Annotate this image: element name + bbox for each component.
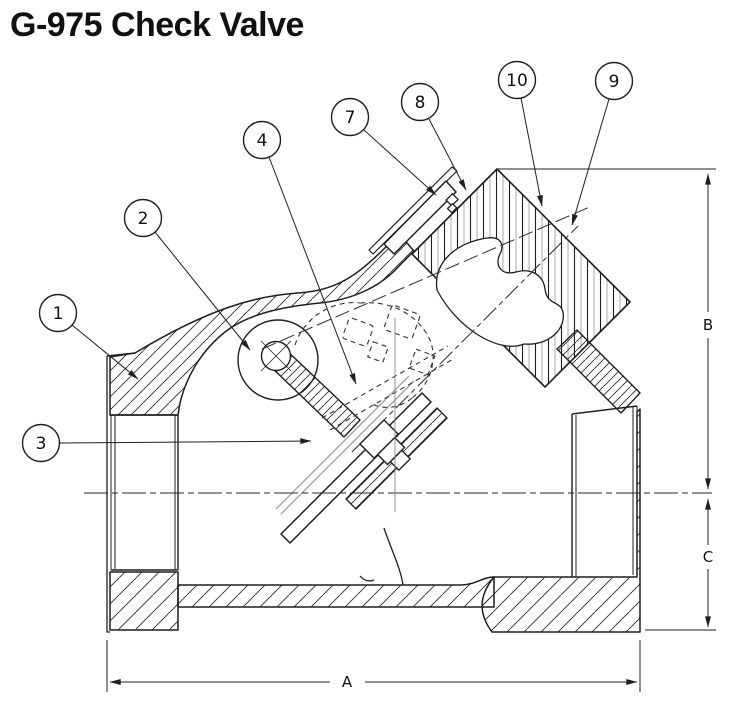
svg-text:1: 1 bbox=[53, 304, 64, 324]
balloon-8: 8 bbox=[400, 82, 440, 122]
balloon-7: 7 bbox=[330, 97, 370, 137]
svg-text:4: 4 bbox=[257, 131, 268, 151]
leader-1 bbox=[71, 324, 139, 380]
right-port bbox=[571, 405, 638, 577]
dim-b-label: B bbox=[703, 316, 713, 334]
leader-8 bbox=[428, 118, 467, 191]
body-floor-section bbox=[177, 576, 495, 608]
balloons: 1 2 3 4 7 8 9 bbox=[21, 60, 634, 463]
svg-text:2: 2 bbox=[138, 209, 149, 229]
balloon-10: 10 bbox=[497, 60, 537, 100]
leader-3 bbox=[59, 438, 312, 445]
leader-10 bbox=[520, 97, 543, 207]
balloon-4: 4 bbox=[242, 120, 282, 160]
leader-2 bbox=[154, 231, 251, 351]
balloon-1: 1 bbox=[38, 293, 78, 333]
svg-text:9: 9 bbox=[609, 72, 620, 92]
bonnet-centerline bbox=[351, 225, 579, 453]
body-left-lower-section bbox=[109, 571, 179, 631]
hinge-pin-centerlines bbox=[260, 340, 292, 372]
dimensions bbox=[106, 168, 716, 692]
seat-ring bbox=[556, 329, 641, 414]
valve-body bbox=[106, 233, 641, 633]
seat-bridge-wall bbox=[359, 527, 404, 586]
centerlines bbox=[84, 205, 712, 512]
svg-text:7: 7 bbox=[345, 108, 356, 128]
svg-text:10: 10 bbox=[506, 71, 528, 91]
leader-4 bbox=[268, 156, 357, 385]
balloon-leaders bbox=[59, 97, 610, 445]
svg-text:3: 3 bbox=[36, 434, 47, 454]
balloon-3: 3 bbox=[21, 423, 61, 463]
body-neck-section bbox=[109, 233, 415, 416]
page-title: G-975 Check Valve bbox=[10, 6, 304, 44]
cap-cavity bbox=[435, 237, 564, 347]
balloon-2: 2 bbox=[123, 198, 163, 238]
balloon-9: 9 bbox=[594, 61, 634, 101]
dim-c-label: C bbox=[703, 548, 713, 566]
dim-a-label: A bbox=[342, 673, 353, 691]
body-right-lower-section bbox=[481, 408, 641, 633]
leader-7 bbox=[363, 129, 437, 196]
cover-plate bbox=[383, 180, 457, 255]
body-seat-lines bbox=[275, 375, 415, 515]
svg-text:8: 8 bbox=[415, 93, 426, 113]
leader-9 bbox=[571, 98, 610, 226]
disc-assembly bbox=[237, 319, 448, 586]
cover-step-blocks bbox=[445, 193, 459, 214]
bonnet-assembly bbox=[368, 166, 641, 414]
